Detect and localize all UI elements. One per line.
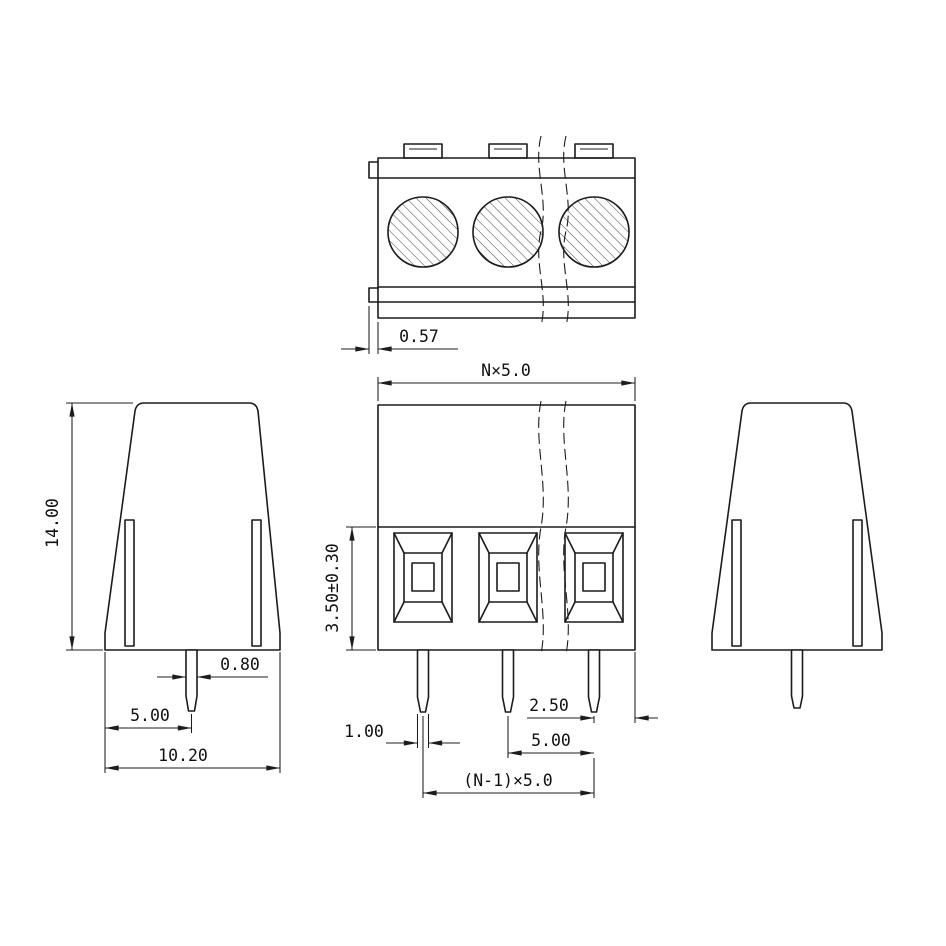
top-view-tab [488,143,528,159]
break-line [563,400,569,655]
label-pin-width: 0.80 [220,655,260,674]
solder-pin [185,649,198,712]
break-line [563,135,569,327]
top-view-left-tab [368,287,379,303]
dim-body-depth: 10.20 [104,652,281,773]
label-pin-thickness: 1.00 [344,722,384,741]
label-pin-pitch: 5.00 [531,731,571,750]
terminal-opening [478,532,538,623]
break-line [538,135,544,327]
screw-hole [387,196,459,268]
front-view [377,400,636,713]
terminal-opening [393,532,453,623]
screw-hole [558,196,630,268]
clamp-slot [251,519,262,647]
label-body-depth: 10.20 [158,746,208,765]
dim-pitch-span: (N-1)×5.0 [422,716,595,798]
break-line [538,400,544,655]
top-view-tab [574,143,614,159]
dim-pin-edge-offset: 2.50 [527,652,658,723]
label-terminal-height: 3.50±0.30 [323,543,342,632]
solder-pin [501,649,515,713]
side-view-left [104,402,281,712]
terminal-opening [564,532,624,623]
dim-pin-pitch: 5.00 [507,716,594,758]
solder-pin [587,649,601,713]
dim-top-offset: 0.57 [341,306,458,354]
dim-pin-width-side: 0.80 [157,655,268,680]
clamp-slot [124,519,135,647]
solder-pin [416,649,430,713]
dim-terminal-height: 3.50±0.30 [323,526,376,651]
label-pin-edge-offset: 2.50 [529,696,569,715]
side-view-right [711,402,883,709]
top-view-tab [403,143,443,159]
label-total-width: N×5.0 [481,361,531,380]
top-view-left-notch [368,161,379,179]
side-body-outline [104,402,281,651]
clamp-slot [852,519,863,647]
top-view-body [377,157,636,319]
dim-total-width: N×5.0 [377,361,636,401]
screw-hole [472,196,544,268]
solder-pin [790,649,804,709]
label-body-height: 14.00 [43,498,62,548]
dim-body-height: 14.00 [43,402,133,651]
label-top-offset: 0.57 [399,327,439,346]
label-pin-offset-side: 5.00 [130,706,170,725]
clamp-slot [731,519,742,647]
dim-pin-thickness: 1.00 [344,714,460,748]
side-body-outline [711,402,883,651]
dim-pin-offset-side: 5.00 [105,706,193,733]
top-view [368,135,636,327]
label-pitch-span: (N-1)×5.0 [463,771,552,790]
